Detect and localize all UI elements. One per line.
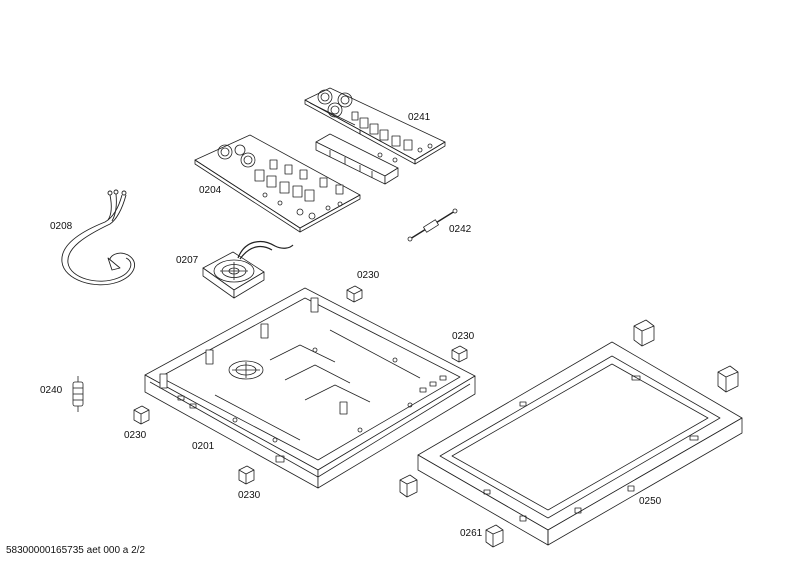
cooling-fan-drawing — [202, 240, 294, 299]
power-board-upper-drawing — [304, 87, 446, 165]
label-0207: 0207 — [176, 255, 199, 266]
bottom-housing-drawing — [144, 287, 476, 489]
label-0204: 0204 — [199, 185, 222, 196]
clip-right-drawing — [451, 345, 468, 363]
label-0261: 0261 — [460, 528, 483, 539]
sensor-cable-drawing — [407, 208, 458, 242]
frame-bracket-1-drawing — [633, 319, 655, 347]
cable-clamp-drawing — [72, 376, 84, 412]
clip-top-drawing — [346, 285, 363, 303]
hob-frame-drawing — [417, 341, 743, 546]
label-0201: 0201 — [192, 441, 215, 452]
label-0240: 0240 — [40, 385, 63, 396]
label-0230-bottom: 0230 — [238, 490, 261, 501]
label-0242: 0242 — [449, 224, 472, 235]
heat-sink-drawing — [315, 133, 399, 185]
frame-bracket-2-drawing — [717, 365, 739, 393]
mains-cable-drawing — [61, 189, 136, 286]
label-0230-left: 0230 — [124, 430, 147, 441]
clip-bottom-drawing — [238, 465, 255, 485]
label-0250: 0250 — [639, 496, 662, 507]
document-footer: 58300000165735 aet 000 a 2/2 — [6, 545, 146, 556]
label-0208: 0208 — [50, 221, 73, 232]
label-0241: 0241 — [408, 112, 431, 123]
label-0230-top: 0230 — [357, 270, 380, 281]
frame-bracket-4-drawing — [485, 524, 504, 548]
clip-left-drawing — [133, 405, 150, 425]
frame-bracket-3-drawing — [399, 474, 418, 498]
power-board-lower-drawing — [194, 134, 361, 233]
label-0230-right: 0230 — [452, 331, 475, 342]
